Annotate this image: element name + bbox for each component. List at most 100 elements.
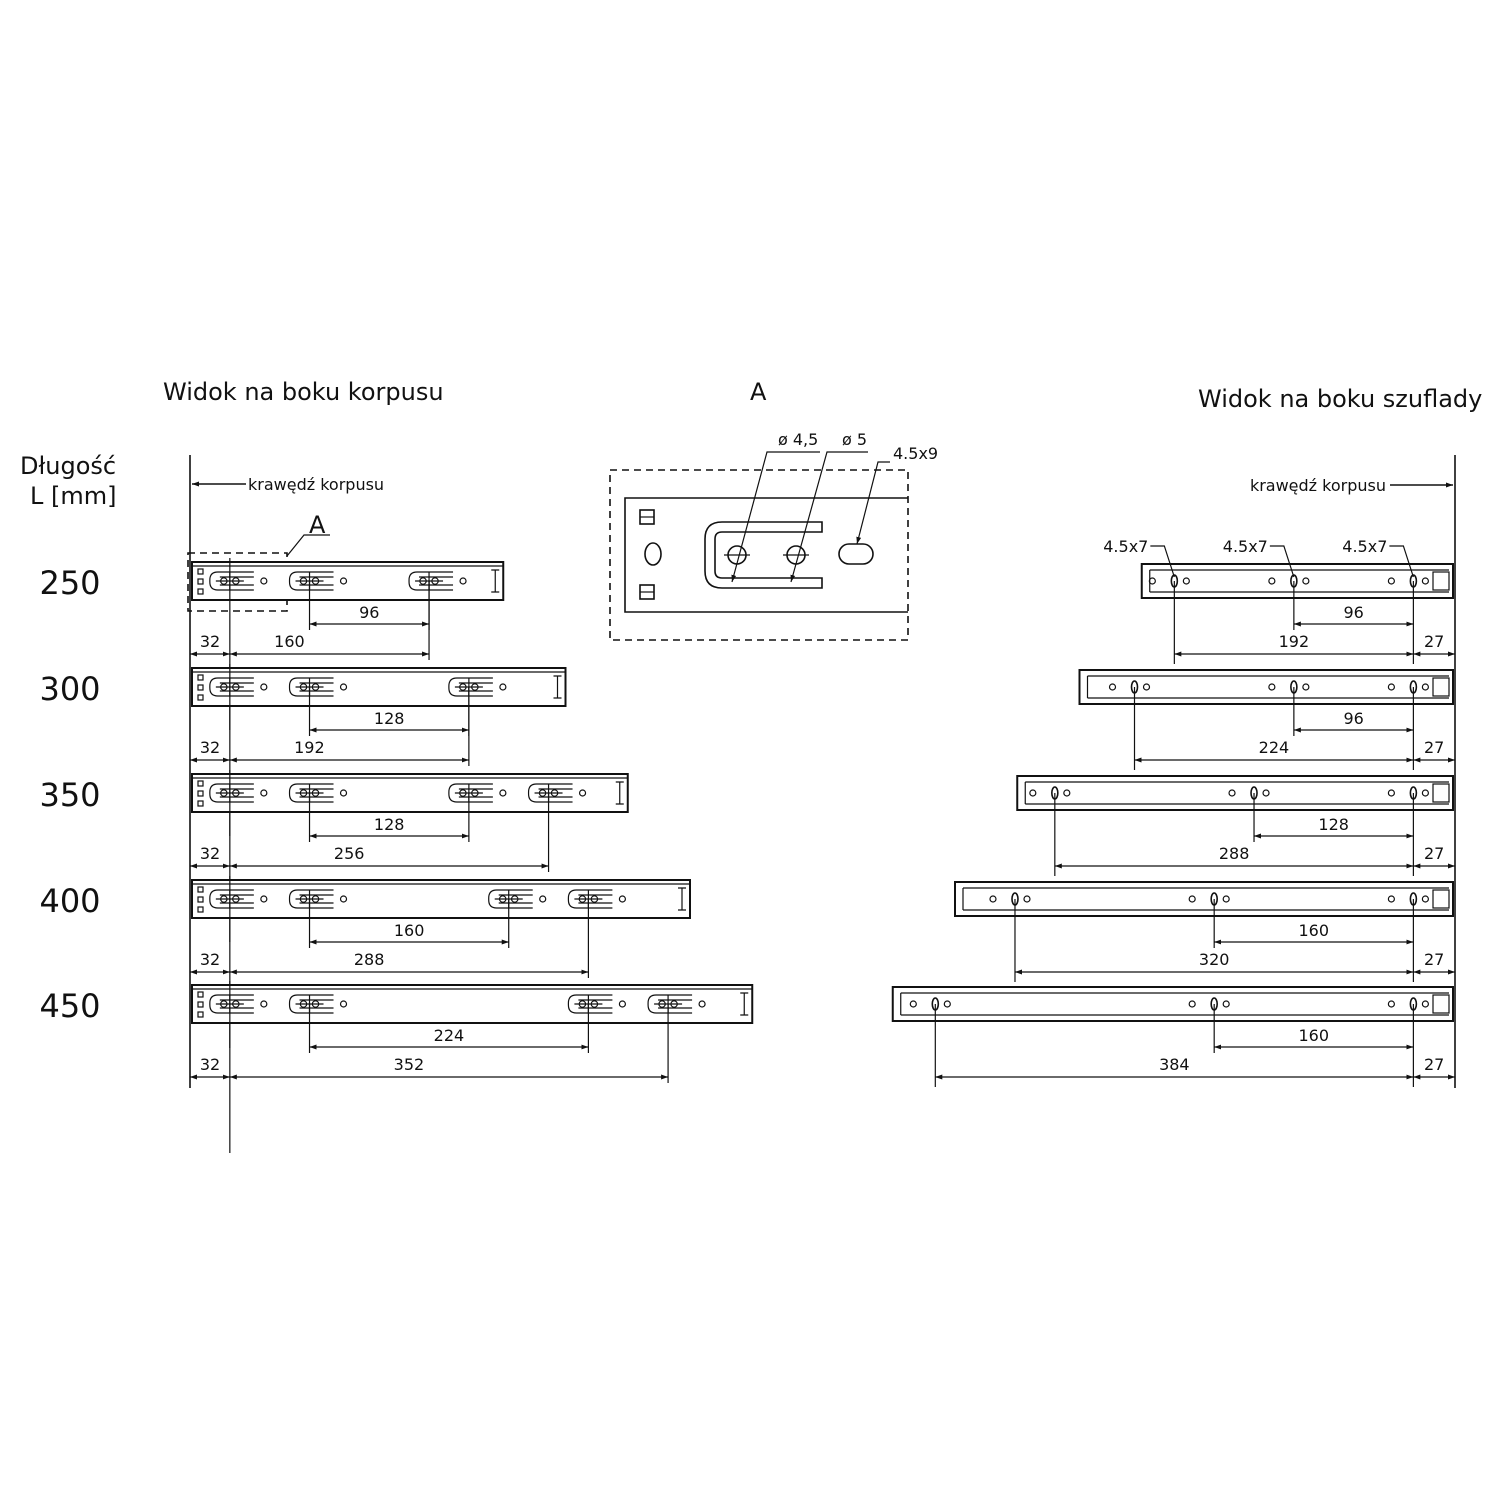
- drawer-side-heading: Widok na boku szuflady: [1198, 385, 1482, 413]
- drawer-rail-body: [1078, 669, 1454, 705]
- cabinet-dim-large-label: 256: [334, 844, 365, 863]
- mount-square-hole: [197, 578, 204, 585]
- aux-hole: [260, 577, 268, 585]
- rail-end-stop: [491, 569, 500, 593]
- mount-square-hole: [197, 588, 204, 595]
- aux-hole: [260, 895, 268, 903]
- detail-a-heading: A: [750, 378, 767, 406]
- cabinet-rail-400: [191, 879, 691, 919]
- cabinet-rail-250: [191, 561, 505, 601]
- cabinet-dim-large-label: 288: [354, 950, 385, 969]
- detail-u-spring: [704, 521, 823, 589]
- cabinet-edge-label-left: krawędź korpusu: [248, 475, 384, 494]
- drawer-edge-label: 27: [1424, 632, 1444, 651]
- mount-square-hole: [197, 694, 204, 701]
- aux-hole: [1421, 1000, 1429, 1008]
- drawer-rail-450: [891, 986, 1454, 1022]
- aux-hole: [618, 895, 627, 903]
- drawer-rail-end-cap: [1432, 677, 1450, 697]
- leader-slot: [856, 461, 890, 545]
- mount-square-hole: [197, 886, 204, 893]
- aux-hole: [339, 789, 348, 797]
- detail-hole-5-label: ø 5: [842, 430, 867, 449]
- mount-square-hole: [197, 568, 204, 575]
- aux-hole: [459, 577, 467, 585]
- mount-square-hole: [197, 790, 204, 797]
- aux-hole: [943, 1000, 951, 1008]
- detail-a-callout-box: [187, 552, 288, 612]
- aux-hole: [339, 895, 348, 903]
- cabinet-dim-large-label: 160: [274, 632, 305, 651]
- cabinet-rail-450: [191, 984, 754, 1024]
- detail-a-marker: A: [309, 511, 326, 539]
- length-label-350: 350: [39, 776, 100, 814]
- cabinet-rail-body: [191, 879, 691, 919]
- aux-hole: [1188, 1000, 1196, 1008]
- drawer-dim-large-label: 224: [1259, 738, 1290, 757]
- cabinet-dim-small-label: 96: [359, 603, 379, 622]
- cabinet-rail-body: [191, 561, 505, 601]
- rail-end-stop: [615, 781, 624, 805]
- cabinet-dim-large-label: 192: [294, 738, 325, 757]
- length-header-line2: L [mm]: [30, 482, 116, 510]
- cabinet-dim-large-label: 352: [394, 1055, 425, 1074]
- aux-hole: [1029, 789, 1037, 797]
- aux-hole: [1063, 789, 1071, 797]
- aux-hole: [1387, 577, 1395, 585]
- mount-square-hole: [197, 1011, 204, 1018]
- aux-hole: [260, 789, 268, 797]
- detail-a-view: ø 4,5 ø 5 4.5x9: [609, 430, 938, 641]
- leader-hole-5: [790, 451, 868, 583]
- aux-hole: [1142, 683, 1151, 691]
- mount-square-hole: [197, 991, 204, 998]
- aux-hole: [499, 683, 507, 691]
- fixing-slot-bracket: [288, 783, 334, 803]
- cabinet-offset-label: 32: [200, 844, 220, 863]
- cabinet-offset-label: 32: [200, 738, 220, 757]
- cabinet-dim-small-label: 160: [394, 921, 425, 940]
- length-label-300: 300: [39, 670, 100, 708]
- length-label-250: 250: [39, 564, 100, 602]
- aux-hole: [1108, 683, 1117, 691]
- mount-square-hole: [197, 780, 204, 787]
- aux-hole: [1387, 789, 1395, 797]
- drawer-rail-body: [891, 986, 1454, 1022]
- mount-square-hole: [197, 1001, 204, 1008]
- aux-hole: [1222, 1000, 1230, 1008]
- aux-hole: [1148, 577, 1156, 585]
- aux-hole: [989, 895, 997, 903]
- cabinet-offset-label: 32: [200, 632, 220, 651]
- drawer-hole-leader: [1389, 545, 1414, 578]
- aux-hole: [1268, 577, 1276, 585]
- aux-hole: [339, 683, 348, 691]
- drawer-dim-small-label: 96: [1343, 709, 1363, 728]
- cabinet-dim-small-label: 128: [374, 709, 405, 728]
- drawer-edge-label: 27: [1424, 1055, 1444, 1074]
- aux-hole: [339, 577, 348, 585]
- detail-a-frame: [609, 469, 909, 641]
- drawer-dim-large-label: 288: [1219, 844, 1250, 863]
- cabinet-rail-body: [191, 667, 567, 707]
- detail-rail-outline: [624, 497, 908, 613]
- mount-square-hole: [197, 906, 204, 913]
- mount-square-hole: [197, 684, 204, 691]
- aux-hole: [1421, 789, 1429, 797]
- cabinet-dim-small-label: 128: [374, 815, 405, 834]
- drawer-rail-350: [1016, 775, 1454, 811]
- drawer-rail-end-cap: [1432, 783, 1450, 803]
- aux-hole: [1182, 577, 1190, 585]
- cabinet-offset-label: 32: [200, 950, 220, 969]
- detail-a-leader: [286, 534, 330, 557]
- mount-square-hole: [197, 674, 204, 681]
- detail-slot-label: 4.5x9: [893, 444, 938, 463]
- aux-hole: [1421, 683, 1429, 691]
- aux-hole: [1262, 789, 1270, 797]
- detail-hole-45-label: ø 4,5: [778, 430, 818, 449]
- aux-hole: [698, 1000, 706, 1008]
- aux-hole: [1268, 683, 1276, 691]
